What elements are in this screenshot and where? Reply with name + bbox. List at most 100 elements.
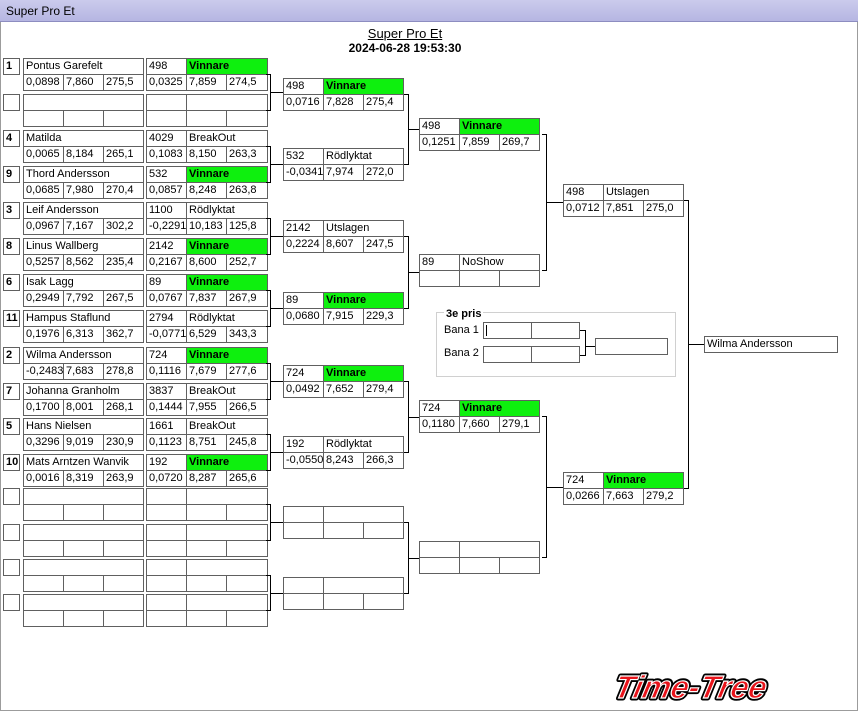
car-number[interactable] (419, 541, 460, 558)
elapsed-time (459, 557, 500, 574)
racer-name[interactable] (23, 559, 144, 576)
car-number[interactable]: 724 (283, 365, 324, 382)
champion-name[interactable]: Wilma Andersson (704, 336, 838, 353)
car-number[interactable]: 2794 (146, 310, 187, 327)
result-status[interactable]: Vinnare (323, 78, 404, 95)
car-number[interactable]: 532 (146, 166, 187, 183)
racer-name[interactable]: Isak Lagg (23, 274, 144, 291)
car-number[interactable]: 1100 (146, 202, 187, 219)
car-number[interactable]: 498 (283, 78, 324, 95)
result-status[interactable]: Rödlyktat (186, 310, 268, 327)
speed: 265,1 (103, 146, 144, 163)
result-status[interactable] (186, 94, 268, 111)
car-number[interactable]: 498 (419, 118, 460, 135)
result-status[interactable]: NoShow (459, 254, 540, 271)
result-status[interactable] (323, 577, 404, 594)
racer-name[interactable]: Wilma Andersson (23, 347, 144, 364)
result-status[interactable]: Vinnare (323, 292, 404, 309)
result-status[interactable]: BreakOut (186, 418, 268, 435)
result-status[interactable]: Vinnare (459, 400, 540, 417)
racer-name[interactable]: Hampus Staflund (23, 310, 144, 327)
result-status[interactable] (323, 506, 404, 523)
car-number[interactable] (146, 559, 187, 576)
speed: 263,9 (103, 470, 144, 487)
result-status[interactable]: BreakOut (186, 383, 268, 400)
car-number[interactable] (283, 577, 324, 594)
reaction-time: 0,0716 (283, 94, 324, 111)
elapsed-time (63, 540, 104, 557)
result-status[interactable]: Rödlyktat (323, 436, 404, 453)
racer-name[interactable]: Leif Andersson (23, 202, 144, 219)
result-status[interactable]: Vinnare (186, 274, 268, 291)
third-lane2-car[interactable] (483, 346, 532, 363)
elapsed-time: 8,751 (186, 434, 227, 451)
reaction-time: 0,0016 (23, 470, 64, 487)
car-number[interactable]: 89 (283, 292, 324, 309)
result-status[interactable]: Vinnare (459, 118, 540, 135)
car-number[interactable]: 2142 (283, 220, 324, 237)
car-number[interactable]: 89 (419, 254, 460, 271)
elapsed-time: 6,313 (63, 326, 104, 343)
car-number[interactable] (146, 488, 187, 505)
car-number[interactable]: 2142 (146, 238, 187, 255)
third-place-winner[interactable] (595, 338, 668, 355)
result-status[interactable]: Vinnare (186, 454, 268, 471)
event-title: Super Pro Et (367, 26, 443, 41)
car-number[interactable]: 724 (419, 400, 460, 417)
racer-name[interactable] (23, 594, 144, 611)
racer-name[interactable]: Matilda (23, 130, 144, 147)
result-status[interactable]: BreakOut (186, 130, 268, 147)
result-status[interactable] (186, 524, 268, 541)
car-number[interactable]: 192 (146, 454, 187, 471)
result-status[interactable]: Vinnare (186, 58, 268, 75)
result-status[interactable]: Vinnare (186, 347, 268, 364)
reaction-time (283, 593, 324, 610)
car-number[interactable] (146, 94, 187, 111)
result-status[interactable]: Vinnare (323, 365, 404, 382)
third-place-title: 3e pris (444, 308, 484, 320)
third-lane2-result[interactable] (531, 346, 580, 363)
result-status[interactable]: Vinnare (186, 166, 268, 183)
racer-name[interactable]: Johanna Granholm (23, 383, 144, 400)
car-number[interactable]: 498 (146, 58, 187, 75)
result-status[interactable]: Utslagen (603, 184, 684, 201)
car-number[interactable] (146, 524, 187, 541)
elapsed-time (63, 575, 104, 592)
car-number[interactable]: 1661 (146, 418, 187, 435)
result-status[interactable] (186, 594, 268, 611)
result-status[interactable]: Vinnare (186, 238, 268, 255)
result-status[interactable]: Rödlyktat (186, 202, 268, 219)
result-status[interactable]: Utslagen (323, 220, 404, 237)
car-number[interactable]: 3837 (146, 383, 187, 400)
time-tree-logo: Time-Tree Time-Tree (610, 667, 773, 708)
speed (103, 504, 144, 521)
bracket-line (270, 522, 283, 523)
third-lane1-car[interactable] (483, 322, 532, 339)
racer-name[interactable]: Linus Wallberg (23, 238, 144, 255)
racer-name[interactable]: Pontus Garefelt (23, 58, 144, 75)
car-number[interactable]: 498 (563, 184, 604, 201)
result-status[interactable] (186, 559, 268, 576)
car-number[interactable]: 724 (146, 347, 187, 364)
racer-name[interactable] (23, 524, 144, 541)
racer-name[interactable] (23, 94, 144, 111)
result-status[interactable] (459, 541, 540, 558)
car-number[interactable] (283, 506, 324, 523)
car-number[interactable]: 532 (283, 148, 324, 165)
car-number[interactable]: 4029 (146, 130, 187, 147)
elapsed-time: 8,562 (63, 254, 104, 271)
third-lane1-result[interactable] (531, 322, 580, 339)
car-number[interactable]: 89 (146, 274, 187, 291)
result-status[interactable] (186, 488, 268, 505)
reaction-time (419, 270, 460, 287)
racer-name[interactable]: Mats Arntzen Wanvik (23, 454, 144, 471)
car-number[interactable] (146, 594, 187, 611)
result-status[interactable]: Rödlyktat (323, 148, 404, 165)
racer-name[interactable] (23, 488, 144, 505)
racer-name[interactable]: Thord Andersson (23, 166, 144, 183)
car-number[interactable]: 724 (563, 472, 604, 489)
bracket-line (408, 417, 419, 418)
result-status[interactable]: Vinnare (603, 472, 684, 489)
car-number[interactable]: 192 (283, 436, 324, 453)
racer-name[interactable]: Hans Nielsen (23, 418, 144, 435)
